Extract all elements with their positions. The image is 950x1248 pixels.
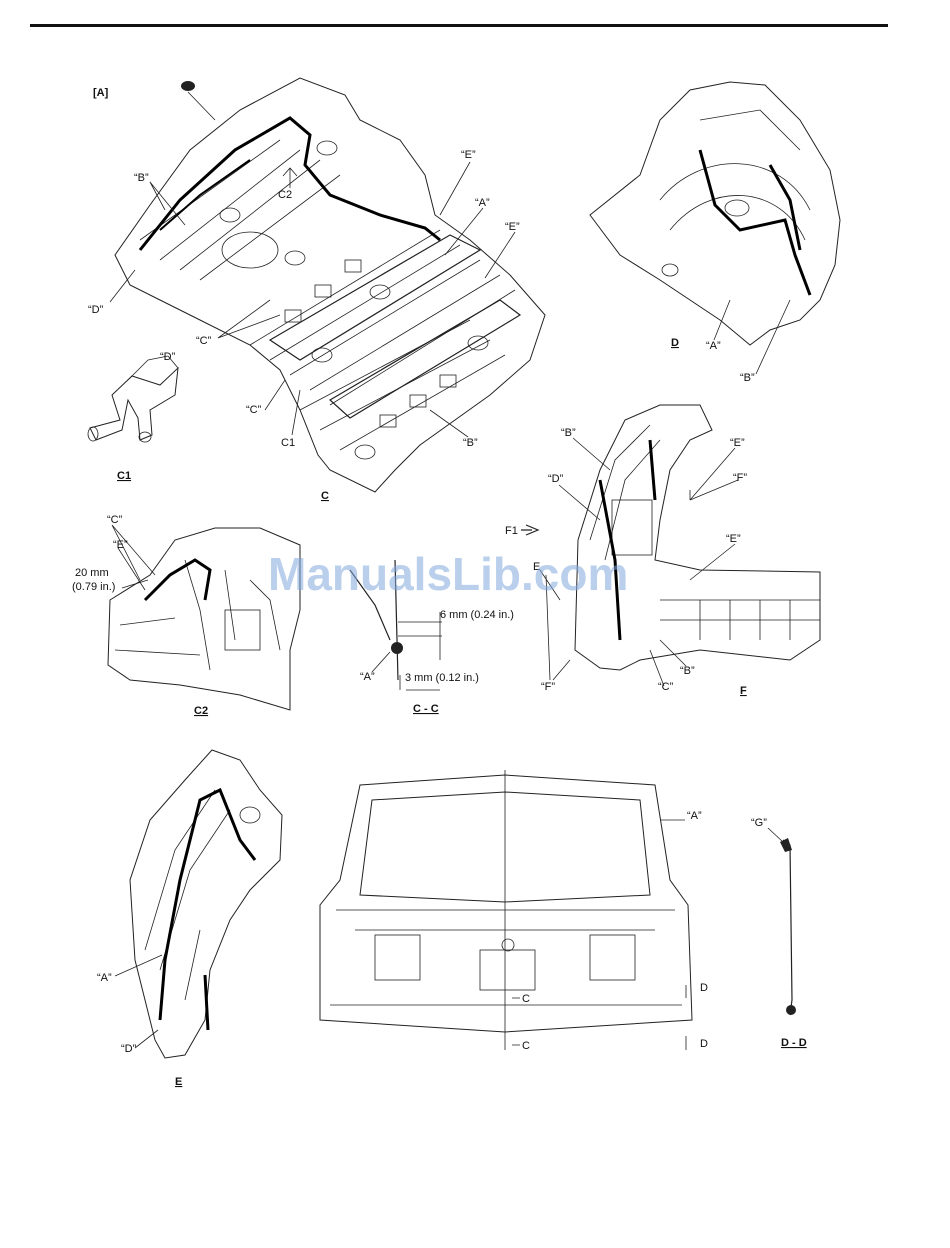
label-d: “D” bbox=[160, 351, 176, 363]
label-c1: “C” bbox=[196, 335, 212, 347]
dim-6mm: 6 mm (0.24 in.) bbox=[440, 609, 514, 621]
label-f2: “F” bbox=[541, 681, 555, 693]
caption-d: D bbox=[671, 337, 679, 349]
label-e2: “E” bbox=[726, 533, 741, 545]
label-a: “A” bbox=[475, 197, 490, 209]
caption-c: C bbox=[321, 490, 329, 502]
label-c: “C” bbox=[107, 514, 123, 526]
label-d: “D” bbox=[88, 304, 104, 316]
caption-cc: C - C bbox=[413, 703, 439, 715]
label-a: “A” bbox=[360, 671, 375, 683]
grommet bbox=[181, 81, 195, 91]
dim-mm: 20 mm bbox=[75, 567, 109, 579]
view-c-floor: [A] bbox=[88, 78, 545, 502]
label-a: “A” bbox=[706, 340, 721, 352]
label-a: “A” bbox=[687, 810, 702, 822]
label-g: “G” bbox=[751, 817, 767, 829]
view-c2-detail: “C” “E” 20 mm (0.79 in.) C2 bbox=[72, 514, 300, 717]
ref-c1: C1 bbox=[281, 437, 295, 449]
label-b2: “B” bbox=[463, 437, 478, 449]
section-c-bottom: C bbox=[522, 1040, 530, 1052]
ref-c2: C2 bbox=[278, 189, 292, 201]
label-f1: “F” bbox=[733, 472, 747, 484]
section-d-bottom: D bbox=[700, 1038, 708, 1050]
dim-in: (0.79 in.) bbox=[72, 581, 115, 593]
label-e1: “E” bbox=[461, 149, 476, 161]
section-d-top: D bbox=[700, 982, 708, 994]
label-c: “C” bbox=[658, 681, 674, 693]
caption-c1: C1 bbox=[117, 470, 131, 482]
view-e-inner-panel: “A” “D” E bbox=[97, 750, 282, 1088]
section-c-top: C bbox=[522, 993, 530, 1005]
view-back-door: “A” D C C D bbox=[320, 770, 708, 1052]
section-tag: [A] bbox=[93, 87, 109, 99]
caption-e: E bbox=[175, 1076, 182, 1088]
caption-f: F bbox=[740, 685, 747, 697]
view-dd-section: “G” D - D bbox=[751, 817, 807, 1049]
label-a: “A” bbox=[97, 972, 112, 984]
label-b: “B” bbox=[740, 372, 755, 384]
label-c2: “C” bbox=[246, 404, 262, 416]
watermark: ManualsLib.com bbox=[268, 548, 628, 600]
caption-dd: D - D bbox=[781, 1037, 807, 1049]
view-d-wheelhouse: “A” “B” D bbox=[590, 82, 840, 384]
caption-c2: C2 bbox=[194, 705, 208, 717]
label-e1: “E” bbox=[730, 437, 745, 449]
label-b: “B” bbox=[134, 172, 149, 184]
label-b2: “B” bbox=[680, 665, 695, 677]
label-d: “D” bbox=[548, 473, 564, 485]
label-e2: “E” bbox=[505, 221, 520, 233]
label-e: “E” bbox=[113, 539, 128, 551]
ref-f1: F1 bbox=[505, 525, 518, 537]
label-d: “D” bbox=[121, 1043, 137, 1055]
label-b: “B” bbox=[561, 427, 576, 439]
view-c1-bead: “D” C1 bbox=[88, 351, 178, 482]
dim-3mm: 3 mm (0.12 in.) bbox=[405, 672, 479, 684]
